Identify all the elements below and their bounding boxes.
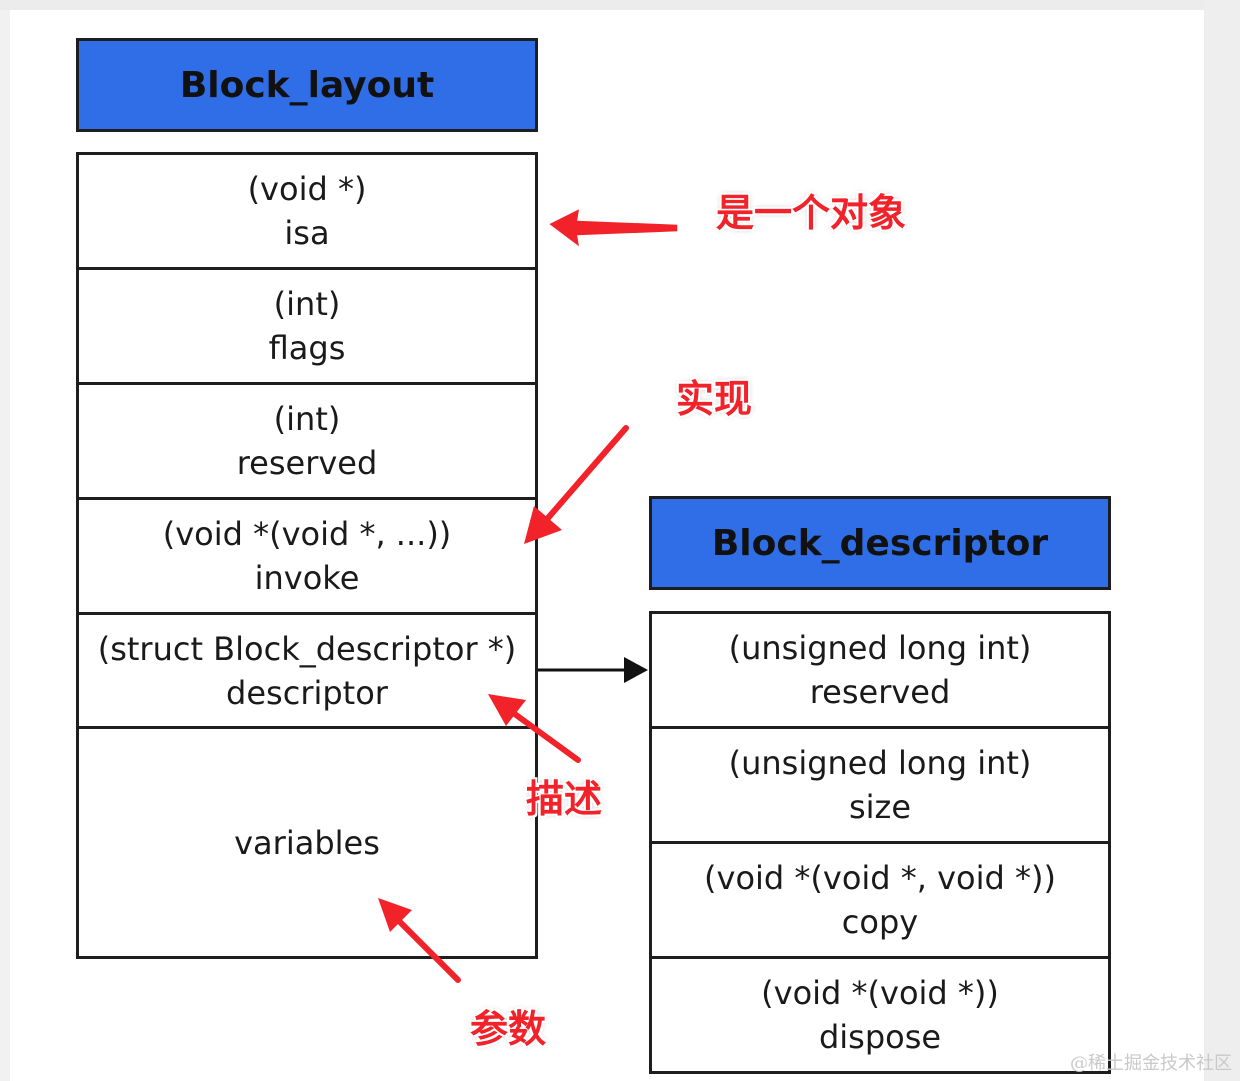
block-layout-field-descriptor: (struct Block_descriptor *) descriptor [76,612,538,729]
descriptor-connector-arrow [538,657,648,683]
block-layout-field-flags: (int) flags [76,267,538,385]
right-margin [1204,0,1240,1081]
descriptor-annotation: 描述 [526,777,603,821]
field-type: (int) [273,285,341,323]
top-strip [0,0,1240,10]
field-name: isa [284,214,330,252]
isa-note-arrow [546,206,679,250]
field-type: (void *) [247,170,367,208]
field-type: (int) [273,400,341,438]
field-name: reserved [236,444,378,482]
field-name: copy [841,903,919,941]
field-name: flags [268,329,346,367]
field-name: descriptor [226,673,388,712]
field-type: (void *(void *, void *)) [704,859,1056,897]
field-name: variables [234,823,380,862]
invoke-note-arrow [524,425,629,544]
descriptor-note-arrow [488,694,581,763]
block-layout-title: Block_layout [179,64,435,106]
field-type: (struct Block_descriptor *) [97,629,517,668]
field-name: invoke [254,559,360,597]
block-layout-header: Block_layout [76,38,538,132]
field-type: (unsigned long int) [728,744,1032,782]
watermark: @稀土掘金技术社区 [1070,1053,1232,1074]
block-descriptor-header: Block_descriptor [649,496,1111,590]
isa-annotation: 是一个对象 [716,191,907,235]
block-layout-field-invoke: (void *(void *, ...)) invoke [76,497,538,615]
field-type: (void *(void *, ...)) [162,515,452,553]
invoke-annotation: 实现 [676,377,753,421]
field-type: (void *(void *)) [761,974,999,1012]
field-name: reserved [809,673,951,711]
block-layout-field-variables: variables [76,726,538,959]
block-layout-field-reserved: (int) reserved [76,382,538,500]
block-descriptor-field-reserved: (unsigned long int) reserved [649,611,1111,729]
variables-annotation: 参数 [470,1007,547,1051]
block-descriptor-field-size: (unsigned long int) size [649,726,1111,844]
field-name: size [848,788,912,826]
variables-note-arrow [378,898,461,983]
block-descriptor-field-dispose: (void *(void *)) dispose [649,956,1111,1074]
block-descriptor-title: Block_descriptor [711,522,1049,564]
field-type: (unsigned long int) [728,629,1032,667]
field-name: dispose [818,1018,942,1056]
